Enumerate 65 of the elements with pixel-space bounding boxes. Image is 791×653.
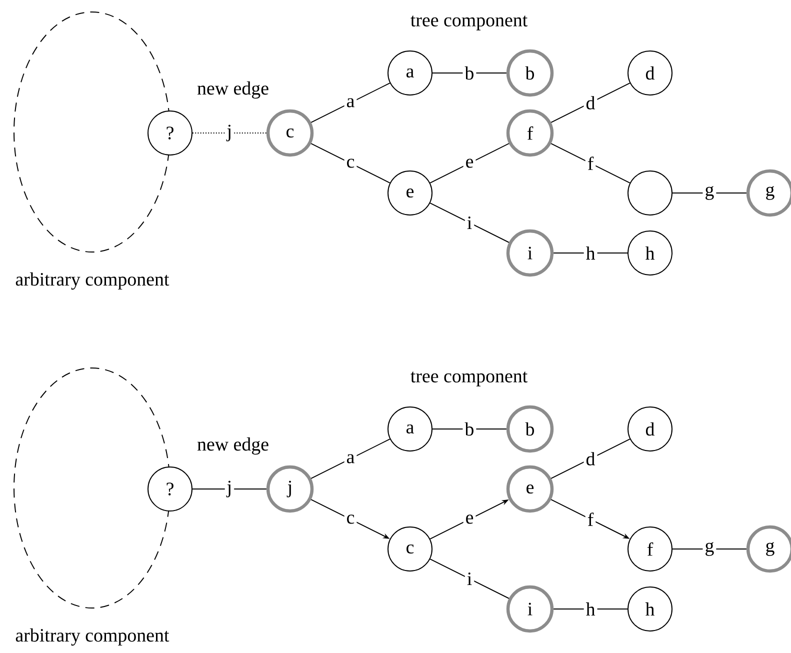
- edge-label: e: [463, 512, 476, 526]
- highlighted-node: b: [506, 405, 554, 453]
- connector: [432, 72, 507, 74]
- edge-label: h: [584, 244, 598, 262]
- edge-label: i: [464, 570, 474, 588]
- connector: [672, 192, 747, 194]
- title-text: tree component: [410, 16, 528, 30]
- connector: [430, 143, 510, 184]
- connector: [310, 143, 390, 184]
- connector: [432, 428, 507, 430]
- component-label: arbitrary component: [16, 272, 170, 290]
- edge-label: d: [584, 94, 598, 112]
- circle-node: f: [628, 526, 672, 572]
- connector: [430, 202, 510, 243]
- edge-label: g: [702, 540, 716, 558]
- title-text: tree component: [410, 372, 528, 386]
- connector: [550, 143, 630, 184]
- circle-node: d: [628, 406, 672, 452]
- edge-label: b: [462, 64, 476, 82]
- circle-node: a: [388, 50, 432, 96]
- circle-node: [628, 170, 672, 216]
- circle-node: c: [388, 526, 432, 572]
- circle-node: e: [388, 170, 432, 216]
- highlighted-node: i: [506, 229, 554, 277]
- circle-node: a: [388, 406, 432, 452]
- highlighted-node: c: [266, 109, 314, 157]
- connector: [310, 438, 390, 479]
- circle-node: ?: [148, 466, 192, 512]
- connector: [672, 548, 747, 550]
- component-label: arbitrary component: [16, 628, 170, 646]
- connector: [310, 82, 390, 123]
- highlighted-node: b: [506, 49, 554, 97]
- edge-label: c: [344, 156, 357, 170]
- edge-label: c: [344, 512, 357, 526]
- highlighted-node: i: [506, 585, 554, 633]
- connector: [192, 488, 267, 490]
- connector: [553, 252, 628, 254]
- edge-label: f: [585, 154, 596, 172]
- edge-label: e: [463, 156, 476, 170]
- connector: [550, 82, 630, 123]
- edge-label: g: [702, 184, 716, 202]
- highlighted-node: g: [746, 525, 791, 573]
- annotation-text: new edge: [197, 437, 268, 455]
- edge-label: b: [462, 420, 476, 438]
- highlighted-node: j: [266, 465, 314, 513]
- edge-label: h: [584, 600, 598, 618]
- edge-label: i: [464, 214, 474, 232]
- highlighted-node: g: [746, 169, 791, 217]
- highlighted-node: e: [506, 465, 554, 513]
- circle-node: h: [628, 230, 672, 276]
- connector: [192, 132, 267, 134]
- connector: [553, 608, 628, 610]
- connector: [550, 438, 630, 479]
- edge-label: a: [344, 96, 357, 110]
- annotation-text: new edge: [197, 81, 268, 99]
- edge-label: d: [584, 450, 598, 468]
- circle-node: ?: [148, 110, 192, 156]
- connector: [430, 558, 510, 599]
- circle-node: d: [628, 50, 672, 96]
- edge-label: f: [585, 510, 596, 528]
- edge-label: j: [224, 122, 234, 144]
- circle-node: h: [628, 586, 672, 632]
- edge-label: a: [344, 452, 357, 466]
- highlighted-node: f: [506, 109, 554, 157]
- edge-label: j: [224, 478, 234, 500]
